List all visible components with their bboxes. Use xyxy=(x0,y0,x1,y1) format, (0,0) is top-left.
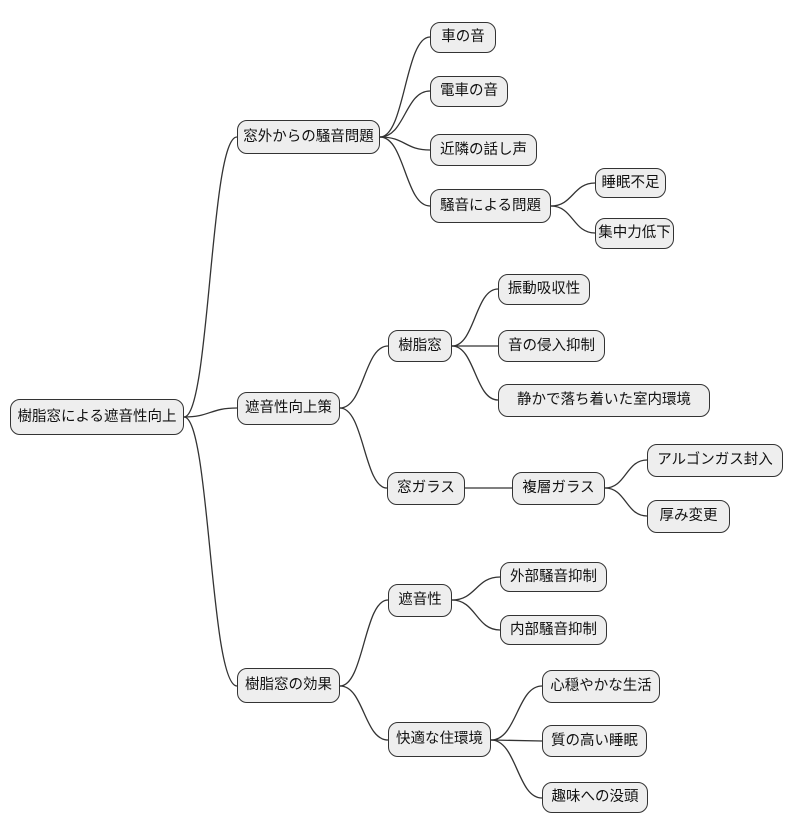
node-external-noise-suppression-label: 外部騒音抑制 xyxy=(510,568,597,585)
edge-measures-to-window-glass xyxy=(339,407,388,489)
node-car-sound: 車の音 xyxy=(430,22,496,53)
node-window-glass: 窓ガラス xyxy=(387,472,465,505)
node-hobby-immersion-label: 趣味への没頭 xyxy=(551,789,639,806)
node-double-glazing: 複層ガラス xyxy=(512,472,605,505)
edge-effects-to-sound-insulation xyxy=(339,599,389,687)
node-noise-problems-label: 騒音による問題 xyxy=(439,197,542,214)
node-argon-gas-filled-label: アルゴンガス封入 xyxy=(657,452,773,469)
node-argon-gas-filled: アルゴンガス封入 xyxy=(647,444,783,477)
node-sound-intrusion-suppression: 音の侵入抑制 xyxy=(498,330,605,362)
node-sleep-deprivation-label: 睡眠不足 xyxy=(601,174,660,191)
edge-resin-window-to-quiet-interior xyxy=(451,345,499,401)
node-comfortable-living: 快適な住環境 xyxy=(388,722,491,757)
edge-outdoor-noise-to-car-sound xyxy=(379,36,431,138)
node-soundproofing-measures: 遮音性向上策 xyxy=(237,392,340,425)
node-internal-noise-suppression: 内部騒音抑制 xyxy=(500,615,607,645)
edge-noise-problems-to-sleep-deprivation xyxy=(550,182,596,207)
edge-noise-problems-to-concentration-drop xyxy=(550,205,596,234)
node-quiet-calm-interior: 静かで落ち着いた室内環境 xyxy=(498,384,710,417)
node-quiet-calm-interior-label: 静かで落ち着いた室内環境 xyxy=(517,392,691,409)
node-hobby-immersion: 趣味への没頭 xyxy=(542,782,648,813)
node-vibration-absorption: 振動吸収性 xyxy=(498,274,590,305)
node-root-label: 樹脂窓による遮音性向上 xyxy=(17,408,177,425)
edge-root-to-outdoor-noise xyxy=(183,136,238,418)
edge-root-to-resin-window-effects xyxy=(183,416,238,687)
edge-comfortable-living-to-peaceful-life xyxy=(490,685,543,741)
node-thickness-change-label: 厚み変更 xyxy=(659,508,718,525)
node-quality-sleep: 質の高い睡眠 xyxy=(542,725,647,757)
node-sound-insulation: 遮音性 xyxy=(388,584,452,617)
node-car-sound-label: 車の音 xyxy=(441,29,485,46)
node-double-glazing-label: 複層ガラス xyxy=(522,480,595,497)
node-quality-sleep-label: 質の高い睡眠 xyxy=(551,732,638,749)
node-internal-noise-suppression-label: 内部騒音抑制 xyxy=(510,621,597,638)
edge-double-glazing-to-thickness-change xyxy=(604,487,648,517)
node-concentration-drop: 集中力低下 xyxy=(595,218,674,249)
node-comfortable-living-label: 快適な住環境 xyxy=(396,731,483,748)
node-noise-problems: 騒音による問題 xyxy=(430,189,551,223)
node-resin-window: 樹脂窓 xyxy=(388,330,452,362)
node-neighbor-voices: 近隣の話し声 xyxy=(430,134,537,166)
node-concentration-drop-label: 集中力低下 xyxy=(598,225,671,242)
node-outdoor-noise-problem-label: 窓外からの騒音問題 xyxy=(243,128,374,145)
node-outdoor-noise-problem: 窓外からの騒音問題 xyxy=(237,120,380,154)
node-train-sound: 電車の音 xyxy=(430,76,508,107)
node-external-noise-suppression: 外部騒音抑制 xyxy=(500,562,607,592)
edge-sound-insulation-to-internal-noise xyxy=(451,599,501,631)
node-sound-intrusion-suppression-label: 音の侵入抑制 xyxy=(508,337,595,354)
node-vibration-absorption-label: 振動吸収性 xyxy=(507,281,581,298)
node-window-glass-label: 窓ガラス xyxy=(397,480,455,497)
node-sound-insulation-label: 遮音性 xyxy=(398,592,442,609)
node-sleep-deprivation: 睡眠不足 xyxy=(595,168,666,198)
edge-comfortable-living-to-quality-sleep xyxy=(490,739,543,742)
edge-outdoor-noise-to-neighbor-voices xyxy=(379,136,431,151)
edge-outdoor-noise-to-train-sound xyxy=(379,90,431,138)
node-soundproofing-measures-label: 遮音性向上策 xyxy=(245,400,332,417)
node-peaceful-life-label: 心穏やかな生活 xyxy=(550,678,652,695)
node-root: 樹脂窓による遮音性向上 xyxy=(10,399,184,435)
edge-resin-window-to-vibration-absorption xyxy=(451,288,499,347)
node-peaceful-life: 心穏やかな生活 xyxy=(542,670,660,703)
node-resin-window-effects: 樹脂窓の効果 xyxy=(237,668,340,703)
node-resin-window-effects-label: 樹脂窓の効果 xyxy=(245,677,332,694)
edge-outdoor-noise-to-noise-problems xyxy=(379,136,431,207)
edge-root-to-soundproofing-measures xyxy=(183,407,238,418)
node-train-sound-label: 電車の音 xyxy=(440,83,498,100)
edge-effects-to-comfortable-living xyxy=(339,685,389,741)
edge-sound-insulation-to-external-noise xyxy=(451,576,501,601)
node-thickness-change: 厚み変更 xyxy=(647,500,730,533)
edge-double-glazing-to-argon-gas xyxy=(604,459,648,489)
node-resin-window-label: 樹脂窓 xyxy=(398,337,442,354)
edge-measures-to-resin-window xyxy=(339,345,389,409)
edge-comfortable-living-to-hobby-immersion xyxy=(490,739,543,799)
node-neighbor-voices-label: 近隣の話し声 xyxy=(440,141,527,158)
